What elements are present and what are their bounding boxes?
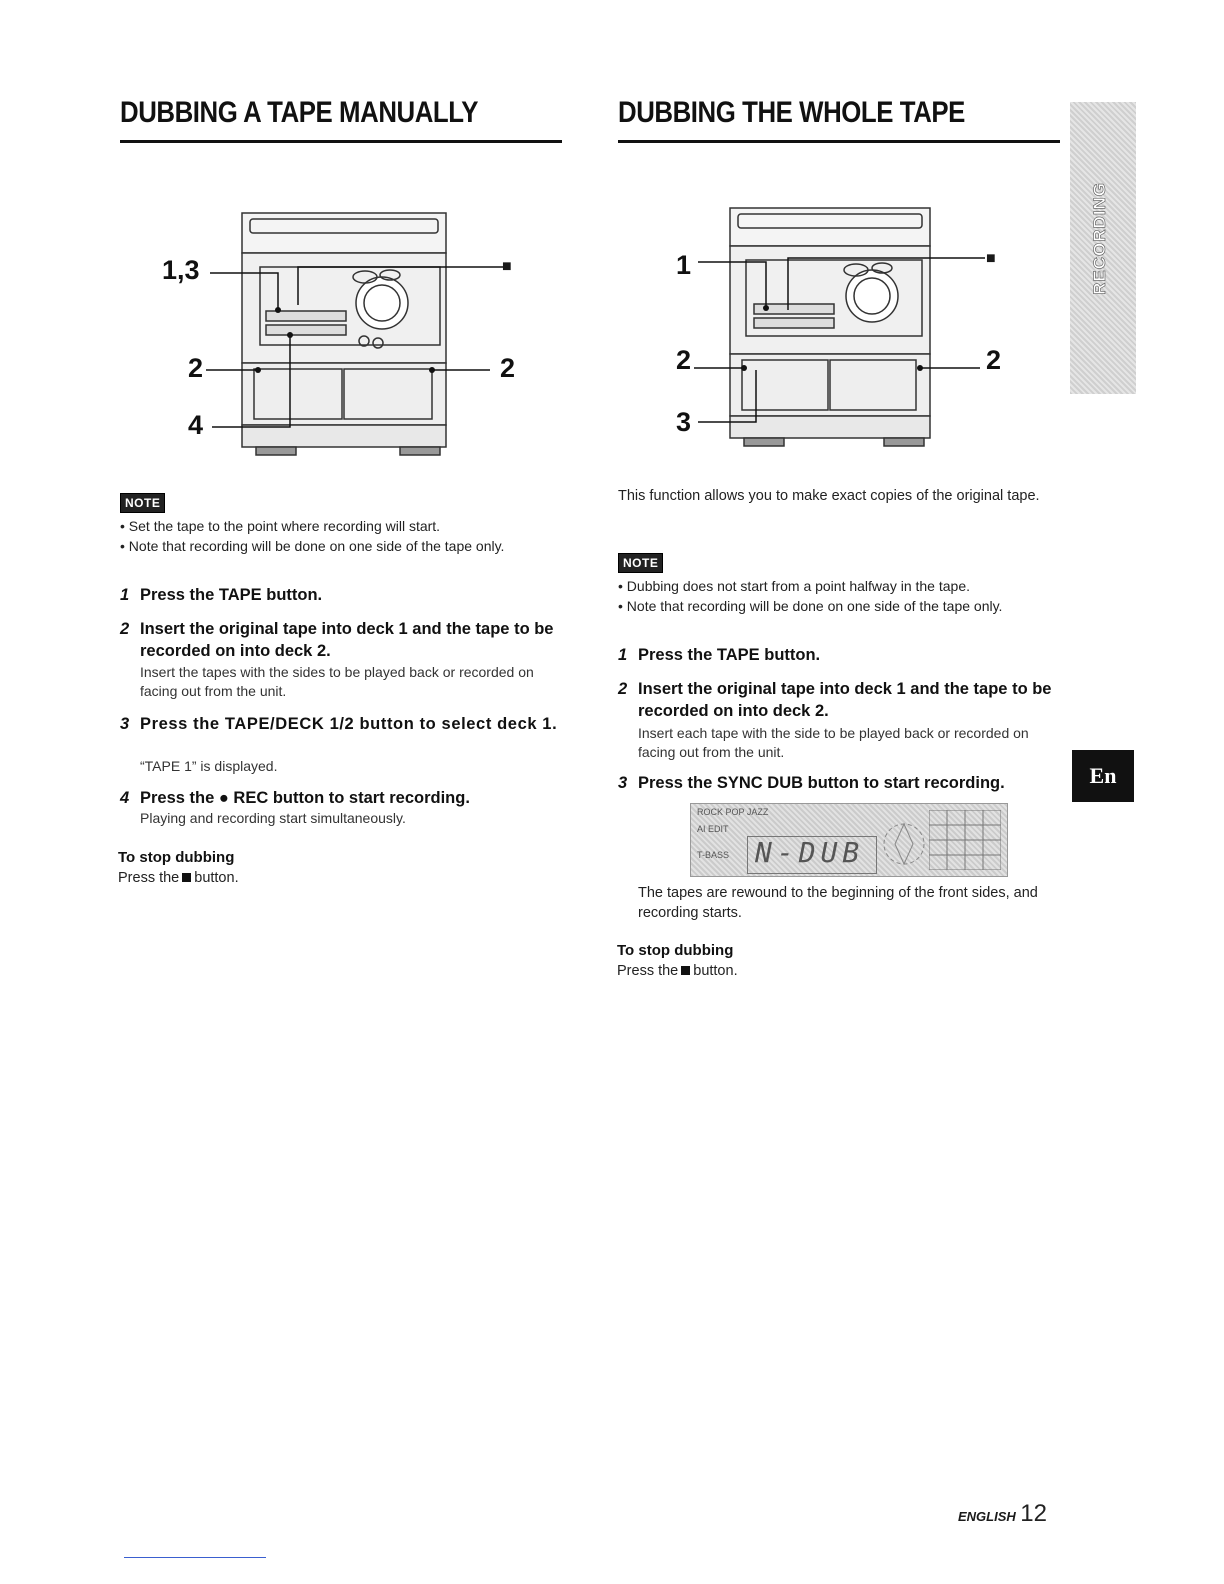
right-step-3: 3 Press the SYNC DUB button to start rec… [618,772,1063,794]
left-step-3-text: Press the TAPE/DECK 1/2 button to select… [140,715,558,733]
left-step-4-text: Press the ● REC button to start recordin… [140,789,470,807]
lcd-label-tbass: T-BASS [697,850,730,860]
left-callout-2a: 2 [188,353,204,383]
left-step-4-num: 4 [120,789,130,807]
left-step-1-num: 1 [120,586,130,604]
left-stop-post: button. [194,870,239,886]
stop-square-icon [681,966,691,975]
left-step-2-num: 2 [120,620,130,638]
right-step-2-sub: Insert each tape with the side to be pla… [638,725,1029,760]
left-note-badge: NOTE [120,493,166,513]
right-step-2: 2 Insert the original tape into deck 1 a… [618,678,1063,722]
lcd-label-ai-edit: AI EDIT [697,824,729,834]
lcd-readout: N-DUB [755,836,865,869]
left-unit-illustration [206,212,505,456]
footer-language: ENGLISH [958,1509,1016,1524]
right-title-rule [618,140,1060,143]
right-step-2-text: Insert the original tape into deck 1 and… [638,680,1052,720]
left-note-1: • Set the tape to the point where record… [120,518,441,534]
right-callout-1: 1 [676,250,692,280]
lcd-display-panel: ROCK POP JAZZ AI EDIT T-BASS N-DUB [690,803,1008,877]
right-intro: This function allows you to make exact c… [618,488,1040,504]
right-step-2-num: 2 [618,680,628,698]
right-note-2: • Note that recording will be done on on… [618,598,1003,614]
right-step-3-num: 3 [618,774,628,792]
left-step-2: 2 Insert the original tape into deck 1 a… [120,618,565,662]
language-tab: En [1072,750,1134,802]
left-step-3-sub: “TAPE 1” is displayed. [140,758,278,774]
lcd-readout-frame [747,836,877,874]
right-unit-illustration [694,207,985,447]
left-step-3: 3 Press the TAPE/DECK 1/2 button to sele… [120,713,565,735]
right-step-1: 1 Press the TAPE button. [618,644,1063,666]
recording-section-tab: RECORDING [1070,102,1136,394]
right-step-3-text: Press the SYNC DUB button to start recor… [638,774,1005,792]
right-callout-3: 3 [676,407,692,437]
left-stop-heading: To stop dubbing [118,849,235,866]
right-stop-pre: Press the [617,963,679,979]
right-callout-2a: 2 [676,345,692,375]
right-note-1: • Dubbing does not start from a point ha… [618,578,970,594]
left-step-2-text: Insert the original tape into deck 1 and… [140,620,554,660]
left-stop-instruction: Press the button. [118,870,239,886]
right-after-display: The tapes are rewound to the beginning o… [638,885,1038,921]
right-stop-post: button. [693,963,738,979]
left-note-2: • Note that recording will be done on on… [120,538,505,554]
lcd-label-genre: ROCK POP JAZZ [697,807,769,817]
recording-tab-label: RECORDING [1090,182,1110,296]
right-note-badge: NOTE [618,553,664,573]
left-step-3-num: 3 [120,715,130,733]
right-callout-2b: 2 [986,345,1002,375]
left-step-1-text: Press the TAPE button. [140,586,323,604]
left-stop-pre: Press the [118,870,180,886]
left-section-title: DUBBING A TAPE MANUALLY [120,96,479,129]
left-callout-2b: 2 [500,353,516,383]
right-callout-stop: ■ [986,250,996,267]
right-section-title: DUBBING THE WHOLE TAPE [618,96,965,129]
left-title-rule [120,140,562,143]
page-number: 12 [1020,1500,1047,1527]
left-callout-stop: ■ [502,258,512,275]
left-callout-4: 4 [188,410,204,440]
left-step-4: 4 Press the ● REC button to start record… [120,787,565,809]
page-footer: ENGLISH 12 [958,1500,1047,1528]
stop-square-icon [182,873,192,882]
right-step-1-text: Press the TAPE button. [638,646,821,664]
right-stop-heading: To stop dubbing [617,942,734,959]
right-step-1-num: 1 [618,646,628,664]
lcd-grid-icon [929,810,1001,870]
left-callout-1-3: 1,3 [162,255,200,285]
lcd-spinner-icon [883,822,925,866]
left-step-2-sub: Insert the tapes with the sides to be pl… [140,664,534,699]
right-stop-instruction: Press the button. [617,963,738,979]
left-step-4-sub: Playing and recording start simultaneous… [140,810,406,826]
footer-link-rule [124,1557,266,1558]
left-step-1: 1 Press the TAPE button. [120,584,565,606]
